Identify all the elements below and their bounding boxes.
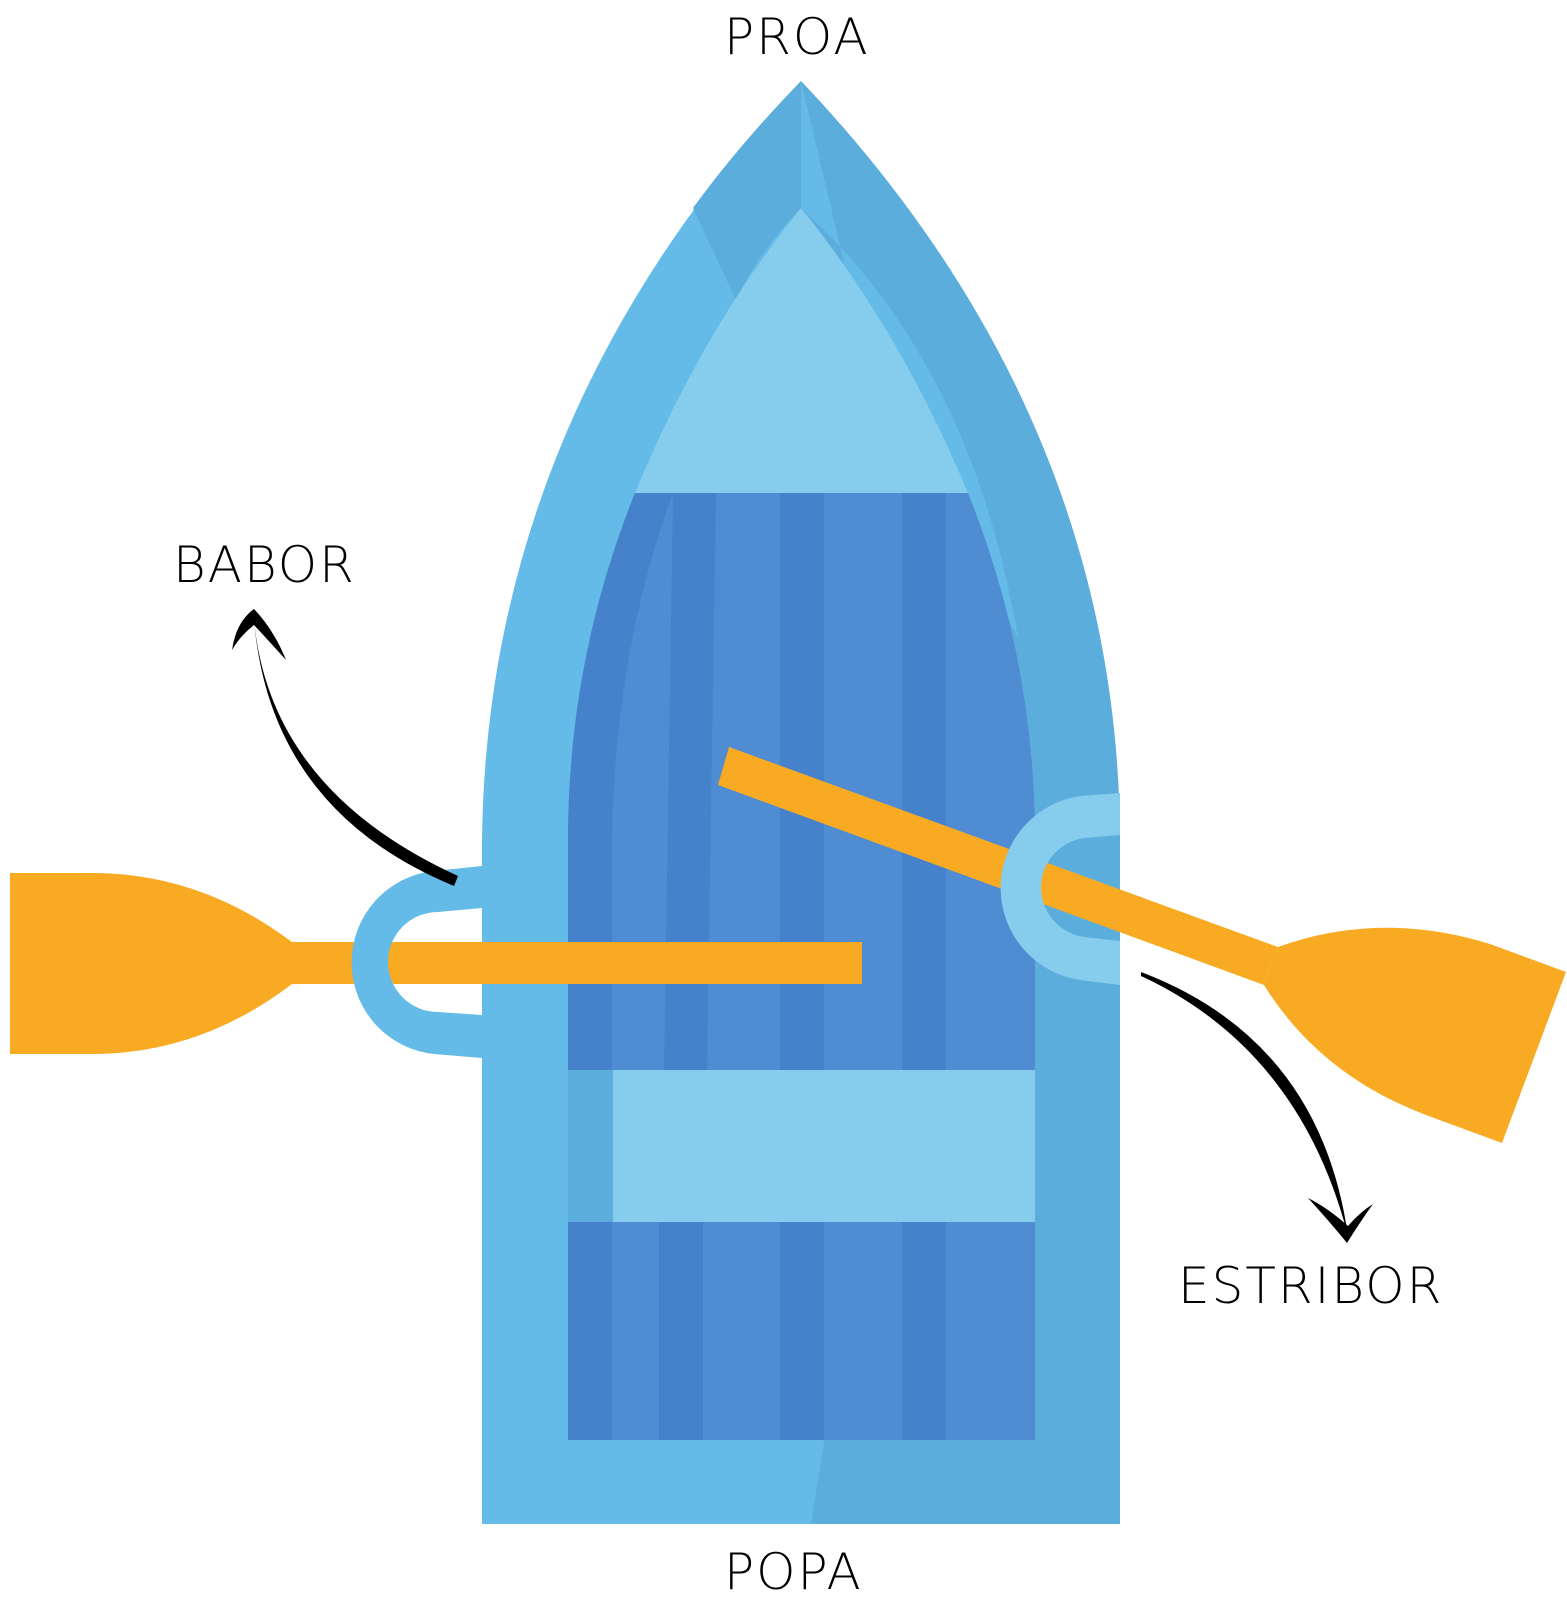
- bow-deck: [635, 208, 968, 493]
- label-bow: PROA: [724, 8, 870, 66]
- starboard-arrow-head: [1308, 1198, 1373, 1243]
- label-stern: POPA: [724, 1543, 863, 1601]
- port-arrow: [254, 620, 458, 886]
- seat-shadow: [568, 1070, 613, 1222]
- floor-stripe: [902, 1222, 946, 1440]
- floor-stripe: [659, 1222, 703, 1440]
- floor-stripe: [568, 493, 673, 1070]
- right-oar-shaft: [718, 747, 1278, 985]
- hull-shade: [693, 81, 1120, 1524]
- label-starboard: ESTRIBOR: [1178, 1257, 1444, 1315]
- floor-stripe: [902, 493, 946, 1070]
- port-arrow-head: [232, 609, 286, 660]
- label-port: BABOR: [173, 536, 356, 594]
- left-oarlock: [351, 866, 482, 1058]
- left-oar-blade: [10, 873, 292, 1054]
- floor-stripe: [780, 1222, 824, 1440]
- floor-stripe: [568, 1222, 612, 1440]
- seat: [613, 1070, 1035, 1222]
- floor-stripe: [664, 493, 716, 1070]
- right-oar-blade: [1264, 927, 1566, 1143]
- right-oarlock: [1000, 793, 1120, 985]
